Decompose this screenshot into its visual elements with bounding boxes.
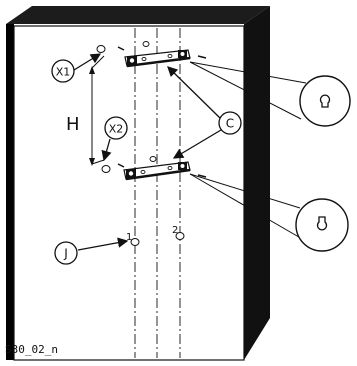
wall-top-face bbox=[6, 6, 270, 24]
hole-1 bbox=[130, 238, 140, 246]
detail-keyhole-upper bbox=[189, 61, 351, 127]
x1-hole bbox=[96, 45, 106, 53]
c-label: C bbox=[226, 117, 234, 131]
j-label: J bbox=[63, 247, 68, 261]
hole-2-label: 2 bbox=[172, 225, 178, 236]
callout-j: J bbox=[54, 237, 129, 265]
h-label: H bbox=[66, 114, 80, 135]
top-bracket bbox=[117, 41, 207, 68]
guide-lines bbox=[134, 28, 181, 358]
detail-keyhole-lower bbox=[189, 173, 349, 252]
hole-1-label: 1 bbox=[126, 232, 132, 243]
wall-right-face bbox=[244, 6, 270, 360]
hole-2 bbox=[175, 232, 185, 240]
wall-left-shadow bbox=[6, 24, 14, 360]
callout-x1: X1 bbox=[51, 53, 102, 83]
keyhole-icon bbox=[319, 94, 331, 108]
bottom-bracket bbox=[117, 156, 207, 181]
callout-c: C bbox=[167, 66, 242, 159]
wall-slab bbox=[6, 6, 270, 361]
x1-label: X1 bbox=[56, 66, 71, 79]
x2-hole bbox=[101, 165, 111, 173]
keyhole-inverted-icon bbox=[316, 216, 328, 231]
wall-front-face bbox=[13, 25, 245, 361]
callout-x2: X2 bbox=[101, 116, 128, 162]
image-code-label: S30_02_n bbox=[5, 343, 58, 356]
x2-label: X2 bbox=[109, 123, 124, 136]
